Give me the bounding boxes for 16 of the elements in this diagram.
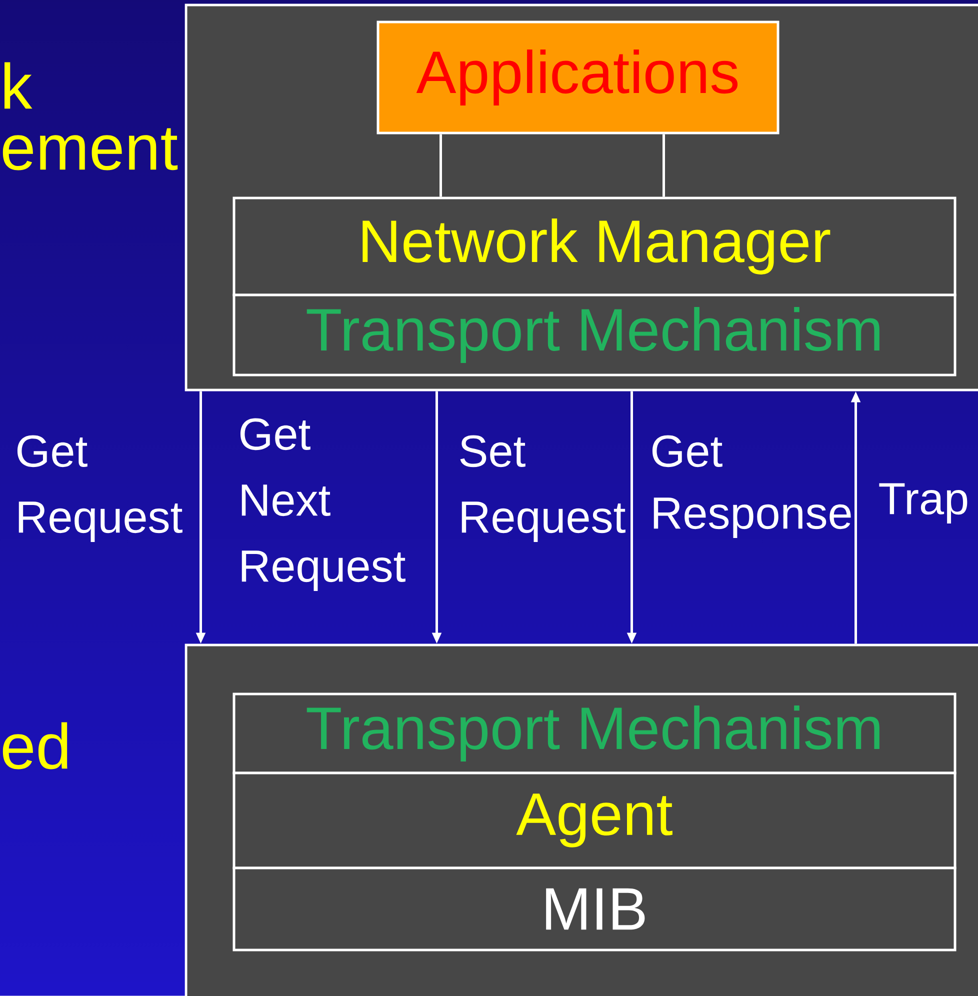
edge-label: Set Request xyxy=(460,435,626,542)
edge-label: Trap xyxy=(879,483,968,524)
layer-box: Agent xyxy=(232,772,956,870)
layer-box: MIB xyxy=(232,866,956,952)
title-text: k xyxy=(4,62,32,109)
edge-label: Get Next Request xyxy=(240,418,406,591)
layer-box: Transport Mechanism xyxy=(232,294,956,376)
edge-label: Get Request xyxy=(17,435,182,542)
layer-box: Network Manager xyxy=(232,196,956,296)
arrow-label: Get Response xyxy=(652,435,851,538)
applications-box: Applications xyxy=(376,20,780,134)
connector-line xyxy=(440,134,442,197)
title-text: ed xyxy=(2,722,68,770)
title-text: ement xyxy=(2,128,178,170)
layer-box: Transport Mechanism xyxy=(232,692,956,774)
connector-line xyxy=(662,134,665,197)
